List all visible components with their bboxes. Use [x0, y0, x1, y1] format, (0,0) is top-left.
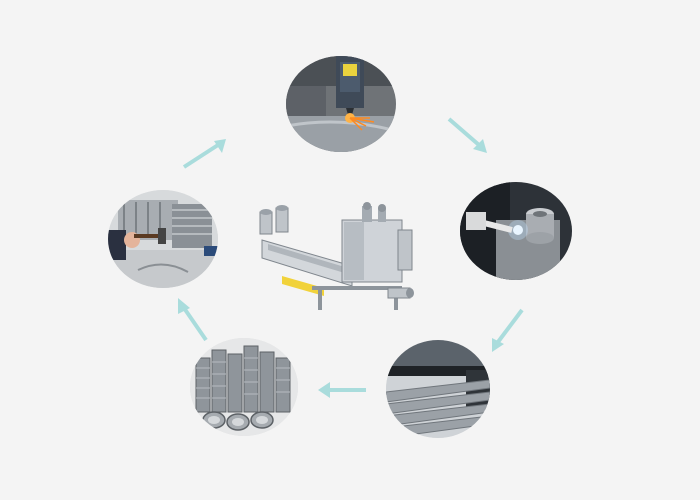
- arrow-up-left-icon: [178, 298, 208, 342]
- ring-stack-icon: [190, 338, 298, 436]
- arrow-down-right-icon: [447, 117, 487, 153]
- arrow-left-icon: [318, 382, 366, 398]
- welding-icon: [460, 182, 572, 280]
- hammer-assembly-icon: [108, 190, 218, 288]
- arrow-up-right-icon: [182, 139, 226, 169]
- sheet-bending-icon: [386, 340, 490, 438]
- arrow-down-left-icon: [492, 308, 524, 352]
- screw-press-machine-icon: [252, 200, 417, 315]
- laser-cutting-icon: [286, 56, 396, 152]
